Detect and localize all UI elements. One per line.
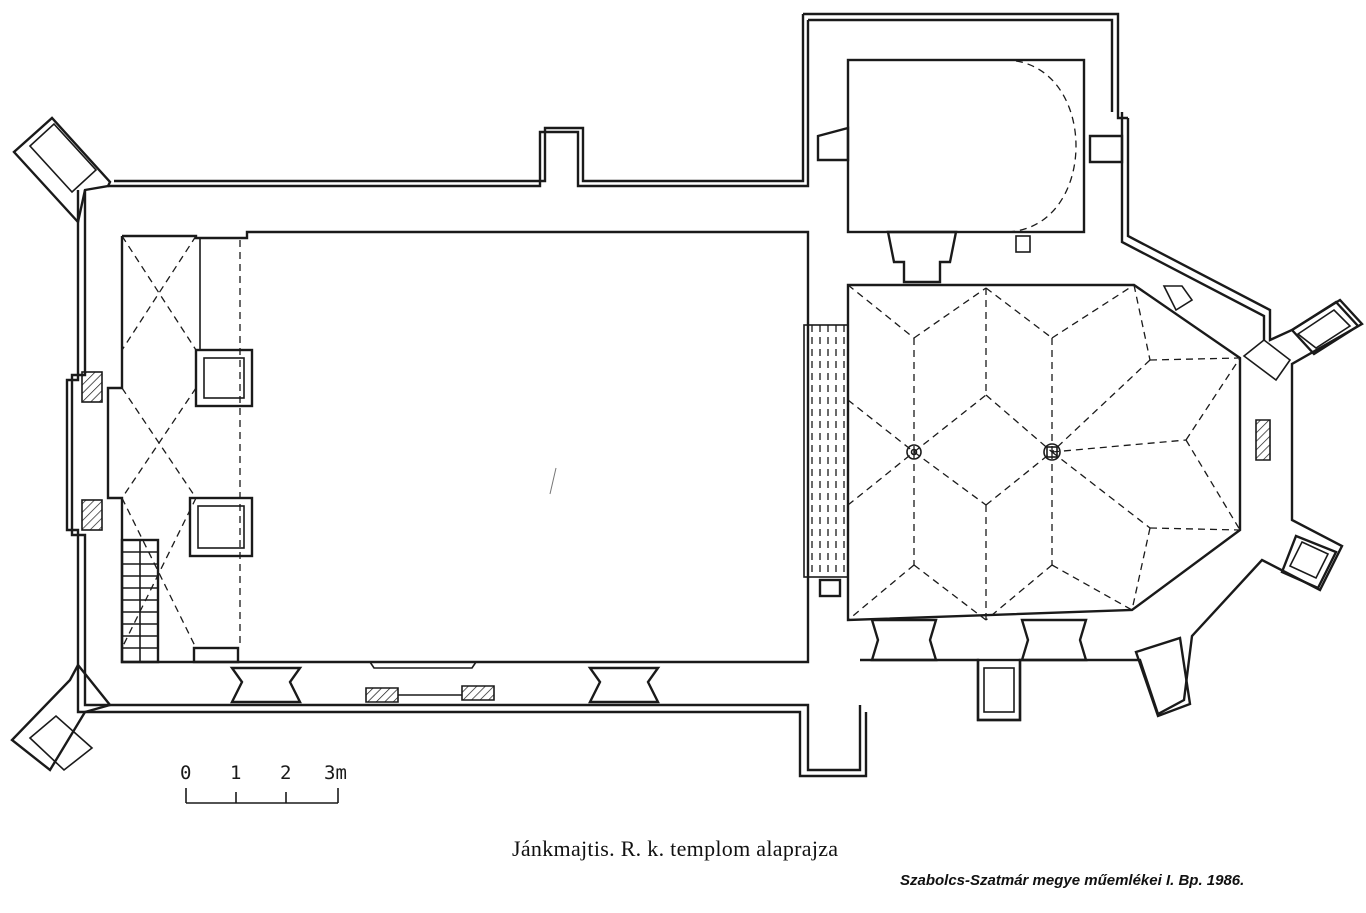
scale-bar — [185, 788, 339, 804]
vault-bosses — [906, 443, 1061, 461]
nave-outer-wall — [65, 14, 868, 778]
sacristy — [803, 12, 1128, 284]
sanctuary-vault-ribs — [847, 284, 1241, 621]
nave-interior — [106, 230, 810, 664]
stray-mark — [549, 467, 557, 495]
west-buttress-south — [10, 662, 113, 772]
scale-label-0: 0 — [180, 762, 192, 784]
west-portal-block-south — [81, 499, 103, 531]
scale-label-3m: 3m — [324, 762, 347, 784]
gallery-vault-lines — [121, 235, 241, 649]
sanctuary-buttresses — [976, 300, 1360, 722]
west-portal-block-north — [81, 371, 103, 403]
scale-label-1: 1 — [230, 762, 242, 784]
triumphal-arch — [803, 324, 849, 598]
south-wall-windows — [229, 661, 661, 704]
gallery-pillars — [188, 238, 254, 664]
west-buttress-north — [12, 116, 112, 225]
sanctuary-south-windows — [870, 618, 1088, 662]
plan-caption: Jánkmajtis. R. k. templom alaprajza — [512, 836, 839, 861]
source-citation: Szabolcs-Szatmár megye műemlékei I. Bp. … — [900, 872, 1245, 889]
sanctuary-outer-wall — [860, 112, 1364, 722]
gallery-stair — [120, 538, 160, 664]
scale-label-2: 2 — [280, 762, 292, 784]
